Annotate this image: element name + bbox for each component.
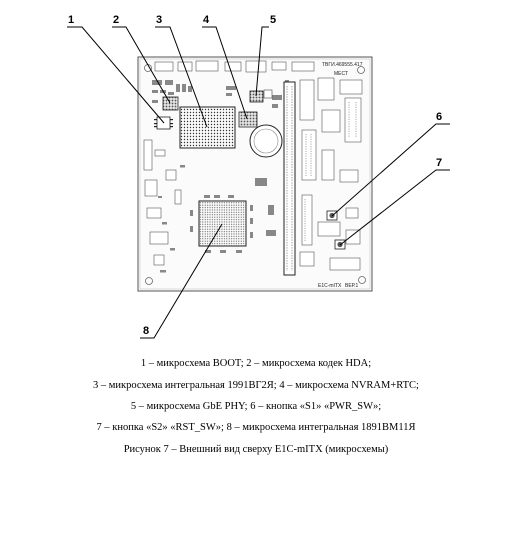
nvram-rtc-chip (238, 111, 258, 128)
callout-5: 5 (270, 14, 276, 26)
chip-8-surrounding-components (190, 178, 276, 253)
legend-line-2: 3 – микросхема интегральная 1991ВГ2Я; 4 … (93, 380, 419, 391)
chip-1991vg2ya (179, 106, 236, 149)
callout-8: 8 (143, 325, 149, 337)
callout-2: 2 (113, 14, 119, 26)
figure-caption: Рисунок 7 – Внешний вид сверху E1C-mITX … (123, 444, 389, 455)
chip-1891vm11ya (198, 200, 247, 247)
callout-1: 1 (68, 14, 74, 26)
callout-3: 3 (156, 14, 162, 26)
board-version-label: ВЕР.1 (345, 283, 358, 289)
memory-slot (283, 81, 296, 276)
legend-line-4: 7 – кнопка «S2» «RST_SW»; 8 – микросхема… (96, 422, 416, 433)
callout-6: 6 (436, 111, 442, 123)
left-side-components (143, 139, 182, 266)
callout-4: 4 (203, 14, 210, 26)
callout-7: 7 (436, 157, 442, 169)
legend-line-1: 1 – микросхема BOOT; 2 – микросхема коде… (140, 358, 372, 369)
callout-leaders (67, 26, 450, 339)
rtc-battery (249, 124, 283, 158)
legend-line-3: 5 – микросхема GbE PHY; 6 – кнопка «S1» … (130, 401, 382, 412)
board-marking-small: МЕСТ (334, 71, 348, 77)
board-marking-top: ТВГИ.469555.417 (322, 62, 363, 68)
hda-codec-chip (162, 96, 179, 111)
memory-slot-pins (286, 86, 293, 271)
board-model-label: E1C-mITX (318, 283, 342, 289)
board-diagram: ТВГИ.469555.417 МЕСТ E1C-mITX ВЕР.1 (67, 14, 450, 339)
